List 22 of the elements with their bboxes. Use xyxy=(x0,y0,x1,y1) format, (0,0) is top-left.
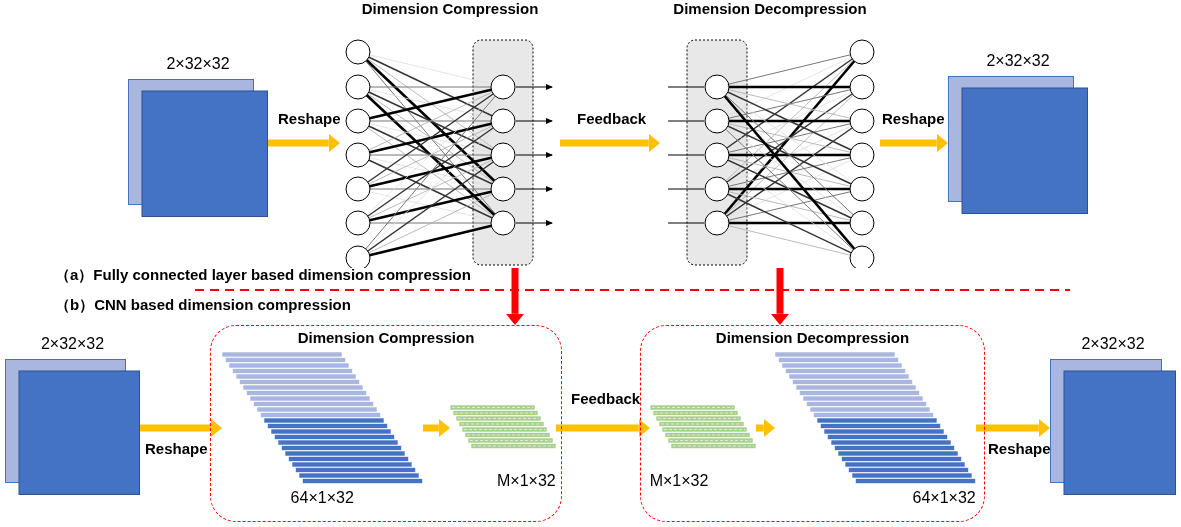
edge-label: Reshape xyxy=(988,440,1051,458)
dimension-label: M×1×32 xyxy=(496,471,556,490)
edge-label: Feedback xyxy=(571,390,641,408)
dimension-label: 64×1×32 xyxy=(912,488,976,507)
network-title: Dimension Compression xyxy=(361,0,539,18)
dimension-label: 64×1×32 xyxy=(290,488,354,507)
edge-label: Reshape xyxy=(145,440,208,458)
edge-label: Feedback xyxy=(577,110,647,128)
arrow xyxy=(268,133,340,153)
group-title: Dimension Decompression xyxy=(715,329,910,347)
section-caption: （b）CNN based dimension compression xyxy=(55,296,351,314)
group-title: Dimension Compression xyxy=(297,329,475,347)
edge-label: Reshape xyxy=(882,110,945,128)
network-title: Dimension Decompression xyxy=(673,0,867,18)
dimension-label: 2×32×32 xyxy=(166,55,230,73)
arrow xyxy=(140,418,222,438)
dimension-label: 2×32×32 xyxy=(1081,335,1145,353)
dimension-label: 2×32×32 xyxy=(40,335,105,353)
dimension-label: M×1×32 xyxy=(649,471,709,490)
edge-label: Reshape xyxy=(278,110,341,128)
dimension-label: 2×32×32 xyxy=(986,52,1050,70)
section-caption: （a）Fully connected layer based dimension compression xyxy=(55,266,471,284)
